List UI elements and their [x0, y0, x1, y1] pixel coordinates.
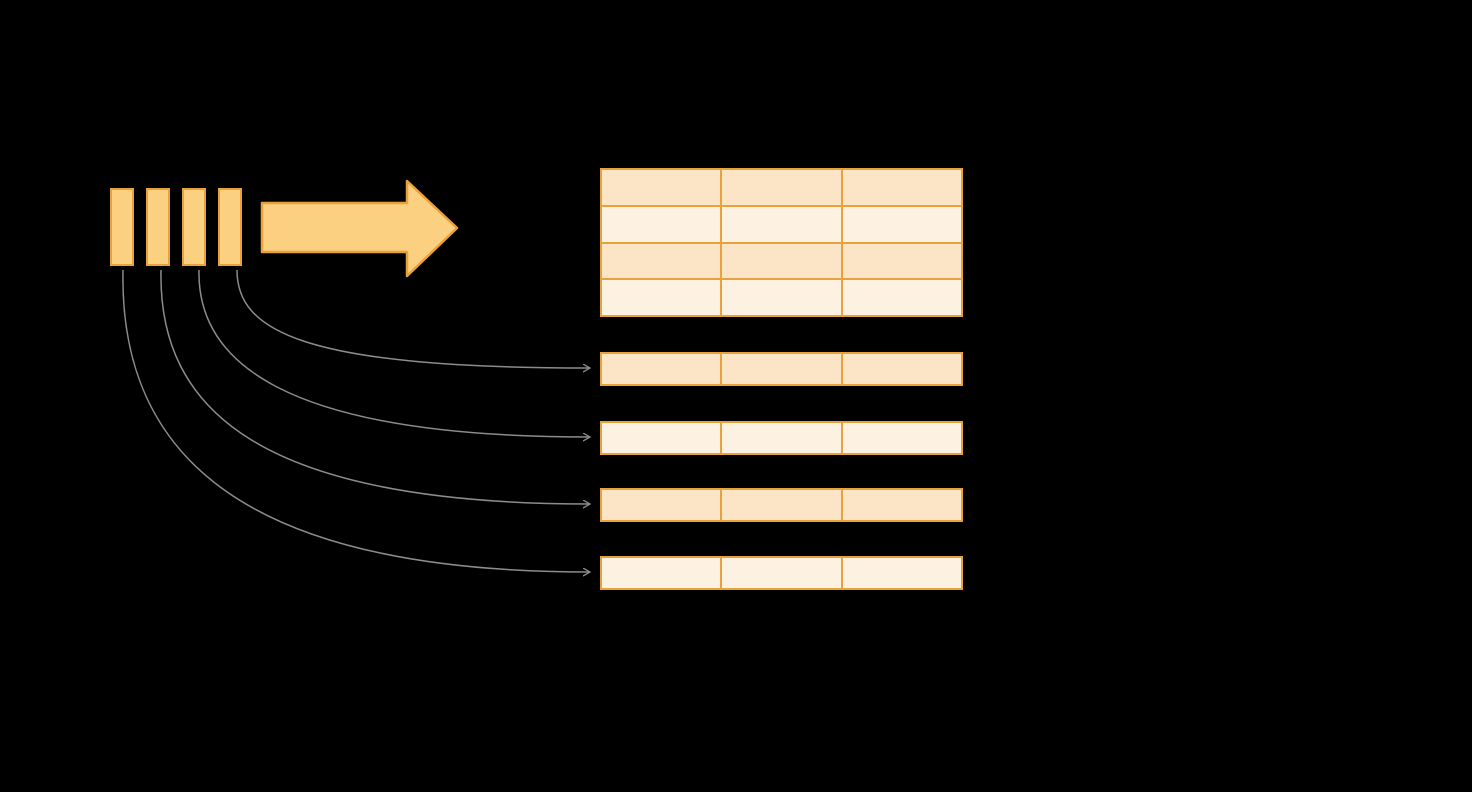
row-table-3 [600, 488, 963, 522]
stack-bar [146, 188, 170, 266]
connector-arrow-2 [198, 269, 590, 437]
table-cell [602, 280, 721, 315]
table-cell [842, 354, 961, 384]
table-cell [602, 243, 721, 279]
connector-arrow-4 [122, 269, 590, 572]
table-cell [842, 423, 961, 453]
connector-arrow-1 [236, 269, 590, 368]
table-cell [722, 354, 841, 384]
table-cell [602, 490, 721, 520]
table-cell [842, 558, 961, 588]
table-cell [722, 170, 841, 205]
main-table [600, 168, 963, 317]
row-table-1 [600, 352, 963, 386]
table-cell [842, 206, 961, 242]
table-cell [602, 170, 721, 205]
table-cell [602, 423, 721, 453]
table-cell [842, 490, 961, 520]
table-cell [602, 558, 721, 588]
table-cell [842, 243, 961, 279]
stack-bar [182, 188, 206, 266]
table-cell [602, 354, 721, 384]
table-cell [722, 490, 841, 520]
bar-stack [110, 188, 242, 266]
big-right-arrow [260, 179, 459, 278]
table-cell [602, 206, 721, 242]
table-cell [722, 423, 841, 453]
row-table-4 [600, 556, 963, 590]
table-cell [842, 280, 961, 315]
stack-bar [218, 188, 242, 266]
connector-arrow-3 [160, 269, 590, 504]
table-cell [842, 170, 961, 205]
table-cell [722, 243, 841, 279]
row-table-2 [600, 421, 963, 455]
table-cell [722, 206, 841, 242]
stack-bar [110, 188, 134, 266]
table-cell [722, 558, 841, 588]
table-cell [722, 280, 841, 315]
